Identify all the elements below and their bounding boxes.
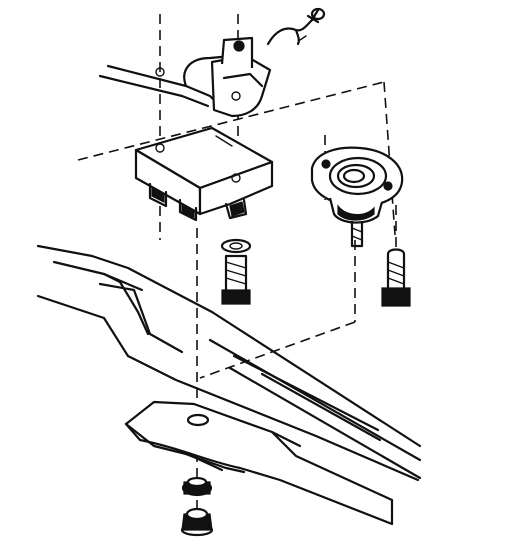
upper-bracket <box>98 36 272 118</box>
perspective-line-lower <box>199 321 356 379</box>
washer <box>220 238 252 254</box>
flange-nut-upper <box>181 476 213 497</box>
rectangular-mount-block <box>134 126 274 222</box>
wire-connector <box>266 7 326 46</box>
bolt-right <box>381 205 411 307</box>
bolt-left <box>220 238 252 305</box>
perspective-line-upper <box>77 81 385 161</box>
flange-nut-lower <box>180 507 214 537</box>
bracket-bolt-head <box>233 40 245 52</box>
perspective-line-right-drop <box>383 81 396 236</box>
frame-rail <box>36 244 422 526</box>
round-flanged-mount <box>310 146 404 248</box>
